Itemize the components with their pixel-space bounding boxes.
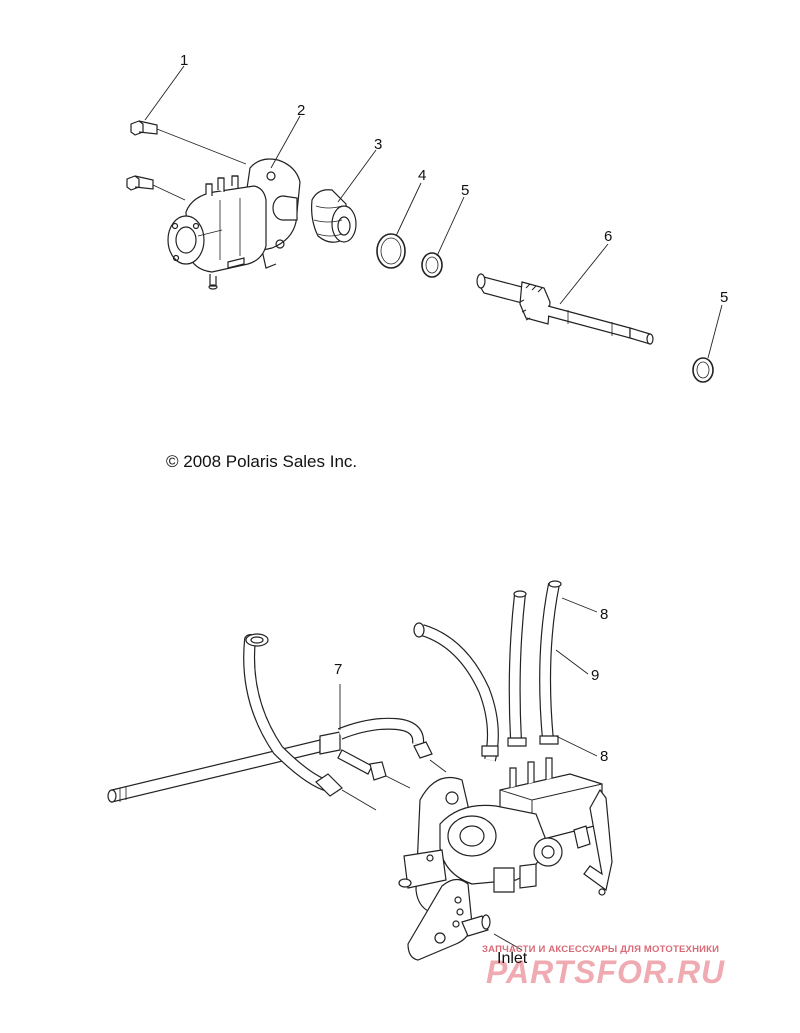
drive-shaft [476,273,654,345]
o-ring [376,233,406,269]
callout-3: 3 [374,136,383,153]
washer-lower [692,357,714,383]
inlet-label: Inlet [497,950,528,967]
oil-line-curved [243,633,343,797]
callout-9: 9 [591,667,600,684]
bolt-lower [126,175,186,201]
leader-lines-bottom [339,597,598,951]
bolt-upper [130,120,247,165]
callout-4: 4 [418,167,427,184]
copyright-notice: © 2008 Polaris Sales Inc. [166,452,358,471]
watermark-tagline: ЗАПЧАСТИ И АКСЕССУАРЫ ДЛЯ МОТОТЕХНИКИ [482,944,720,955]
oil-line-feed [413,622,499,762]
washer-upper [421,252,443,278]
callout-5-upper: 5 [461,182,470,199]
oil-line-long [107,739,321,803]
watermark-logo: PARTSFOR.RU [486,954,726,990]
oil-pump-assembly [398,757,613,961]
callout-6: 6 [604,228,613,245]
callout-1: 1 [180,52,189,69]
callout-8-lower: 8 [600,748,609,765]
callout-7: 7 [334,661,343,678]
bushing [311,189,357,243]
oil-line-vertical [507,580,562,747]
callout-5-lower: 5 [720,289,729,306]
tee-fitting [319,717,433,781]
oil-pump-body [167,158,301,290]
leader-lines-top [144,65,723,359]
callout-2: 2 [297,102,306,119]
callout-8-upper: 8 [600,606,609,623]
